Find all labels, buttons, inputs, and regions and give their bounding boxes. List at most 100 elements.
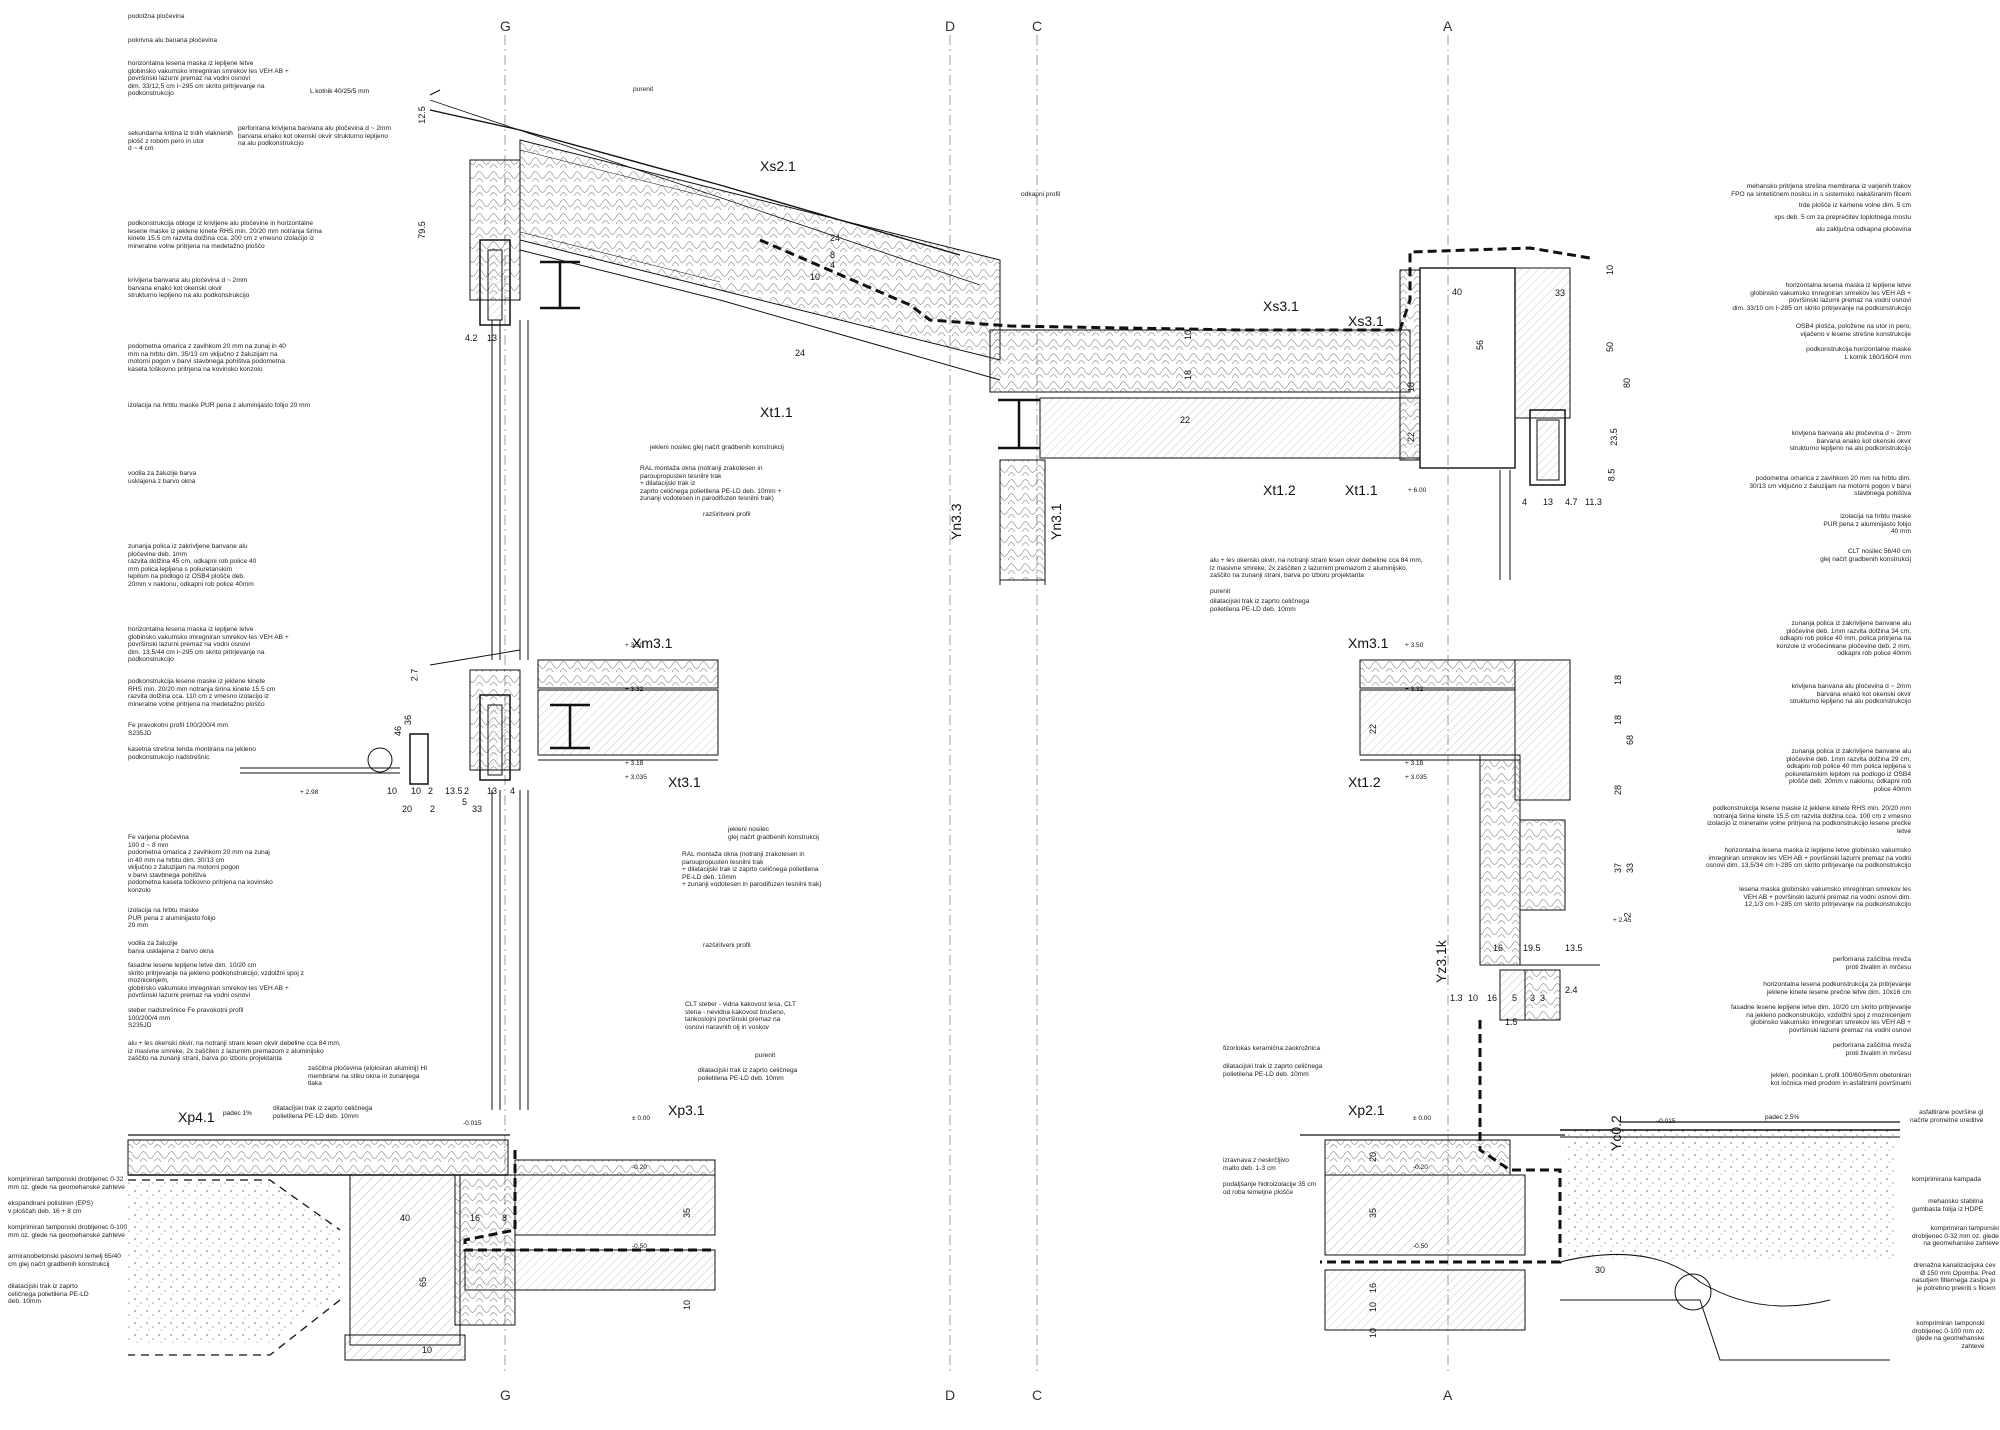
- note-center: RAL montaža okna (notranji zrakotesen in…: [640, 465, 782, 503]
- note-left: Fe pravokotni profil 100/200/4 mm S235JD: [128, 722, 229, 737]
- note-left: horizontalna lesena maska iz lepljene le…: [128, 60, 289, 98]
- axis-label-bottom-a: A: [1443, 1387, 1453, 1403]
- dimension-label: 22: [1406, 431, 1417, 443]
- dimension-label: 10: [422, 1345, 433, 1355]
- ground-lines: [128, 1121, 1900, 1136]
- note-left: sekundarna kritina iz trdih vlaknenih pl…: [128, 130, 233, 153]
- dimension-label: 68: [1625, 734, 1636, 746]
- code-label: Xt1.2: [1263, 482, 1296, 498]
- note-left: alu + les okenski okvir, na notranji str…: [128, 1040, 341, 1063]
- note-right: podometna omarica z zavihkom 20 mm na hr…: [1749, 475, 1911, 498]
- note-left: perforirana krivljena banvana alu pločev…: [238, 125, 392, 148]
- level-mark: + 2.98: [300, 789, 319, 796]
- note-right: asfaltirane površine gl načrte prometne …: [1910, 1109, 1984, 1124]
- dimension-label: 1.5: [1505, 1017, 1518, 1027]
- note-center: alu + les okenski okvir, na notranji str…: [1210, 557, 1423, 580]
- note-center: purenit: [1210, 588, 1231, 595]
- note-right: horizontalna lesena maska iz lepljene le…: [1705, 847, 1911, 870]
- code-label: Yz3.1k: [1433, 940, 1449, 983]
- note-center: RAL montaža okna (notranji zrakotesen in…: [682, 851, 822, 889]
- dimension-label: 10: [1183, 329, 1194, 341]
- note-center: dilatacijski trak iz zaprto celičnega po…: [698, 1067, 798, 1082]
- code-label: Xp2.1: [1348, 1102, 1385, 1118]
- level-mark: + 3.18: [1405, 760, 1424, 767]
- note-left: podometna omarica z zavihkom 20 mm na zu…: [128, 849, 273, 894]
- note-left: ekspandirani polistiren (EPS) v ploščah …: [8, 1200, 94, 1215]
- dimension-label: 2: [464, 786, 470, 796]
- code-label: Yn3.1: [1048, 503, 1064, 540]
- level-mark: padec 1%: [223, 1110, 252, 1117]
- dimension-label: 2.7: [409, 668, 420, 682]
- note-right: podkonstrukcija horizontalne maske L kot…: [1806, 346, 1911, 361]
- dimension-label: 2: [1622, 912, 1633, 918]
- dimension-label: 4.2: [465, 333, 478, 343]
- note-left: vodila za žaluzije barva usklajena z bar…: [128, 940, 214, 955]
- level-mark: -0.50: [632, 1243, 647, 1250]
- code-label: Xs3.1: [1263, 298, 1299, 314]
- code-label: Xm3.1: [632, 635, 673, 651]
- dimension-label: 3: [1530, 993, 1536, 1003]
- dimension-label: 1.3: [1450, 993, 1463, 1003]
- axis-label-top-c: C: [1032, 18, 1043, 34]
- level-mark: -0.015: [1657, 1118, 1676, 1125]
- dimension-label: 40: [1452, 287, 1463, 297]
- level-mark: ± 0.00: [1413, 1115, 1432, 1122]
- dimension-label: 8.5: [1606, 468, 1617, 482]
- dimension-label: 2: [430, 804, 436, 814]
- level-mark: + 2.45: [1613, 917, 1632, 924]
- note-left: podometna omarica z zavihkom 20 mm na zu…: [128, 343, 286, 373]
- dimension-label: 18: [1406, 381, 1417, 393]
- dimension-label: 8: [830, 250, 836, 260]
- level-mark: + 3.50: [1405, 642, 1424, 649]
- dimension-label: 4: [510, 786, 516, 796]
- dimension-label: 20: [402, 804, 413, 814]
- dimension-label: 36: [403, 714, 414, 726]
- dimension-label: 40: [400, 1213, 411, 1223]
- dimension-label: 18: [1613, 714, 1624, 726]
- dimension-label: 22: [1368, 723, 1379, 735]
- dimension-label: 10: [411, 786, 422, 796]
- dimension-label: 13: [487, 333, 498, 343]
- note-center: fizorlokas keramična zaokrožnica: [1223, 1045, 1321, 1052]
- code-label: Xp3.1: [668, 1102, 705, 1118]
- note-right: horizontalna lesena maska iz lepljene le…: [1732, 282, 1911, 312]
- note-left: pokrivna alu banana pločevina: [128, 37, 218, 44]
- dimension-label: 37: [1613, 862, 1624, 874]
- note-right: krivljena banvana alu pločevina d ~ 2mm …: [1789, 430, 1911, 453]
- note-left: komprimiran tamponski drobljenec 0-100 m…: [8, 1224, 128, 1239]
- dimension-label: 13: [487, 786, 498, 796]
- note-center: purenit: [633, 86, 654, 93]
- dimension-label: 28: [1613, 784, 1624, 796]
- code-label: Xt1.1: [760, 404, 793, 420]
- level-mark: + 3.035: [625, 774, 647, 781]
- dimension-label: 79.5: [416, 221, 427, 239]
- axis-label-bottom-c: C: [1032, 1387, 1043, 1403]
- level-mark: + 3.32: [625, 686, 644, 693]
- dimension-label: 16: [1368, 1282, 1379, 1294]
- axis-label-bottom-g: G: [500, 1387, 511, 1403]
- section-g-foundation: [127, 1139, 716, 1361]
- note-left: dilatacijski trak iz zaprto celičnega po…: [273, 1105, 373, 1120]
- note-center: razširitveni profil: [703, 942, 751, 949]
- dimension-label: 4.7: [1565, 497, 1578, 507]
- code-label: Xs3.1: [1348, 313, 1384, 329]
- note-left: zunanja polica iz zakrivljene banvane al…: [128, 543, 257, 588]
- code-label: Xs2.1: [760, 158, 796, 174]
- section-g-roof: [429, 89, 1001, 660]
- dimension-label: 18: [1183, 369, 1194, 381]
- code-label: Xp4.1: [178, 1109, 215, 1125]
- dimension-label: 16: [1487, 993, 1498, 1003]
- code-label: Xt1.1: [1345, 482, 1378, 498]
- note-right: izolacija na hrbtu maske PUR pena z alum…: [1823, 513, 1911, 536]
- level-mark: + 6.00: [1408, 487, 1427, 494]
- note-right: alu zaključna odkapna pločevina: [1816, 226, 1911, 233]
- note-right: xps deb. 5 cm za preprečitev toplotnega …: [1774, 214, 1911, 221]
- dimension-label: 33: [472, 804, 483, 814]
- note-left: izolacija na hrbtu maske PUR pena z alum…: [128, 907, 216, 930]
- note-left: izolacija na hrbtu maske PUR pena z alum…: [128, 402, 311, 409]
- note-right: mehansko pritrjena strešna membrana iz v…: [1731, 183, 1911, 198]
- level-mark: -0.20: [1413, 1164, 1428, 1171]
- note-right: zunanja polica iz zakrivljene banvane al…: [1776, 620, 1911, 658]
- code-label: Xt3.1: [668, 774, 701, 790]
